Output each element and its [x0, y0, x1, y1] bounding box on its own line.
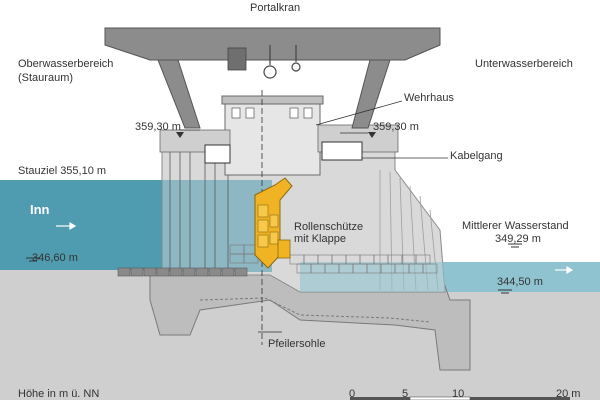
elevation-marker-right	[368, 132, 376, 138]
downstream-water-overlay	[300, 262, 445, 292]
left-gallery-box	[204, 144, 231, 164]
elevation-marker-left	[176, 132, 184, 138]
downstream-water	[440, 262, 600, 292]
level-markers	[26, 243, 522, 294]
scale-tick-10: 10	[452, 388, 465, 400]
oberwasser-label-line2: (Stauraum)	[18, 72, 74, 84]
elevation-left-top: 359,30 m	[135, 121, 181, 133]
scale-tick-20: 20 m	[556, 388, 581, 400]
inn-label: Inn	[30, 202, 50, 217]
kabelgang-label: Kabelgang	[450, 150, 503, 162]
portalkran-left-leg	[157, 59, 201, 129]
scale-tick-5: 5	[402, 388, 409, 400]
pier-sole-outline	[199, 297, 431, 323]
elevation-right-top: 359,30 m	[373, 121, 419, 133]
stauziel-label: Stauziel 355,10 m	[18, 165, 107, 177]
rollenschuetze-label-line1: Rollenschütze	[294, 221, 364, 233]
wehrhaus-windows	[231, 107, 313, 119]
portalkran-right-leg	[351, 59, 391, 129]
elevation-346-label: 346,60 m	[32, 252, 78, 264]
riverbed-stones	[117, 267, 248, 277]
oberwasser-label-line1: Oberwasserbereich	[18, 58, 114, 70]
portalkran-beam	[104, 27, 441, 61]
unterwasser-label: Unterwasserbereich	[475, 58, 573, 70]
crane-hook-icon	[263, 45, 301, 79]
flow-arrow-icon	[56, 221, 574, 275]
mittlerer-label-line1: Mittlerer Wasserstand	[462, 220, 569, 232]
crane-trolley	[227, 47, 247, 71]
gate-guide-lines	[169, 150, 229, 272]
wehrhaus-roof	[221, 95, 324, 105]
leader-lines	[180, 100, 448, 159]
portalkran-label: Portalkran	[250, 2, 301, 14]
elevation-344-label: 344,50 m	[497, 276, 543, 288]
mittlerer-label-line2: 349,29 m	[495, 233, 541, 245]
kabelgang-box	[321, 141, 363, 161]
scale-bar	[350, 396, 570, 400]
pfeilersohle-label: Pfeilersohle	[268, 338, 326, 350]
rollenschuetze-label-line2: mit Klappe	[294, 233, 346, 245]
gate-flap-yellow	[277, 239, 291, 259]
hoehe-label: Höhe in m ü. NN	[18, 388, 100, 400]
wehrhaus-label: Wehrhaus	[404, 92, 454, 104]
pier-foundation	[149, 271, 471, 371]
scale-tick-0: 0	[349, 388, 356, 400]
gate-panels	[257, 204, 279, 248]
